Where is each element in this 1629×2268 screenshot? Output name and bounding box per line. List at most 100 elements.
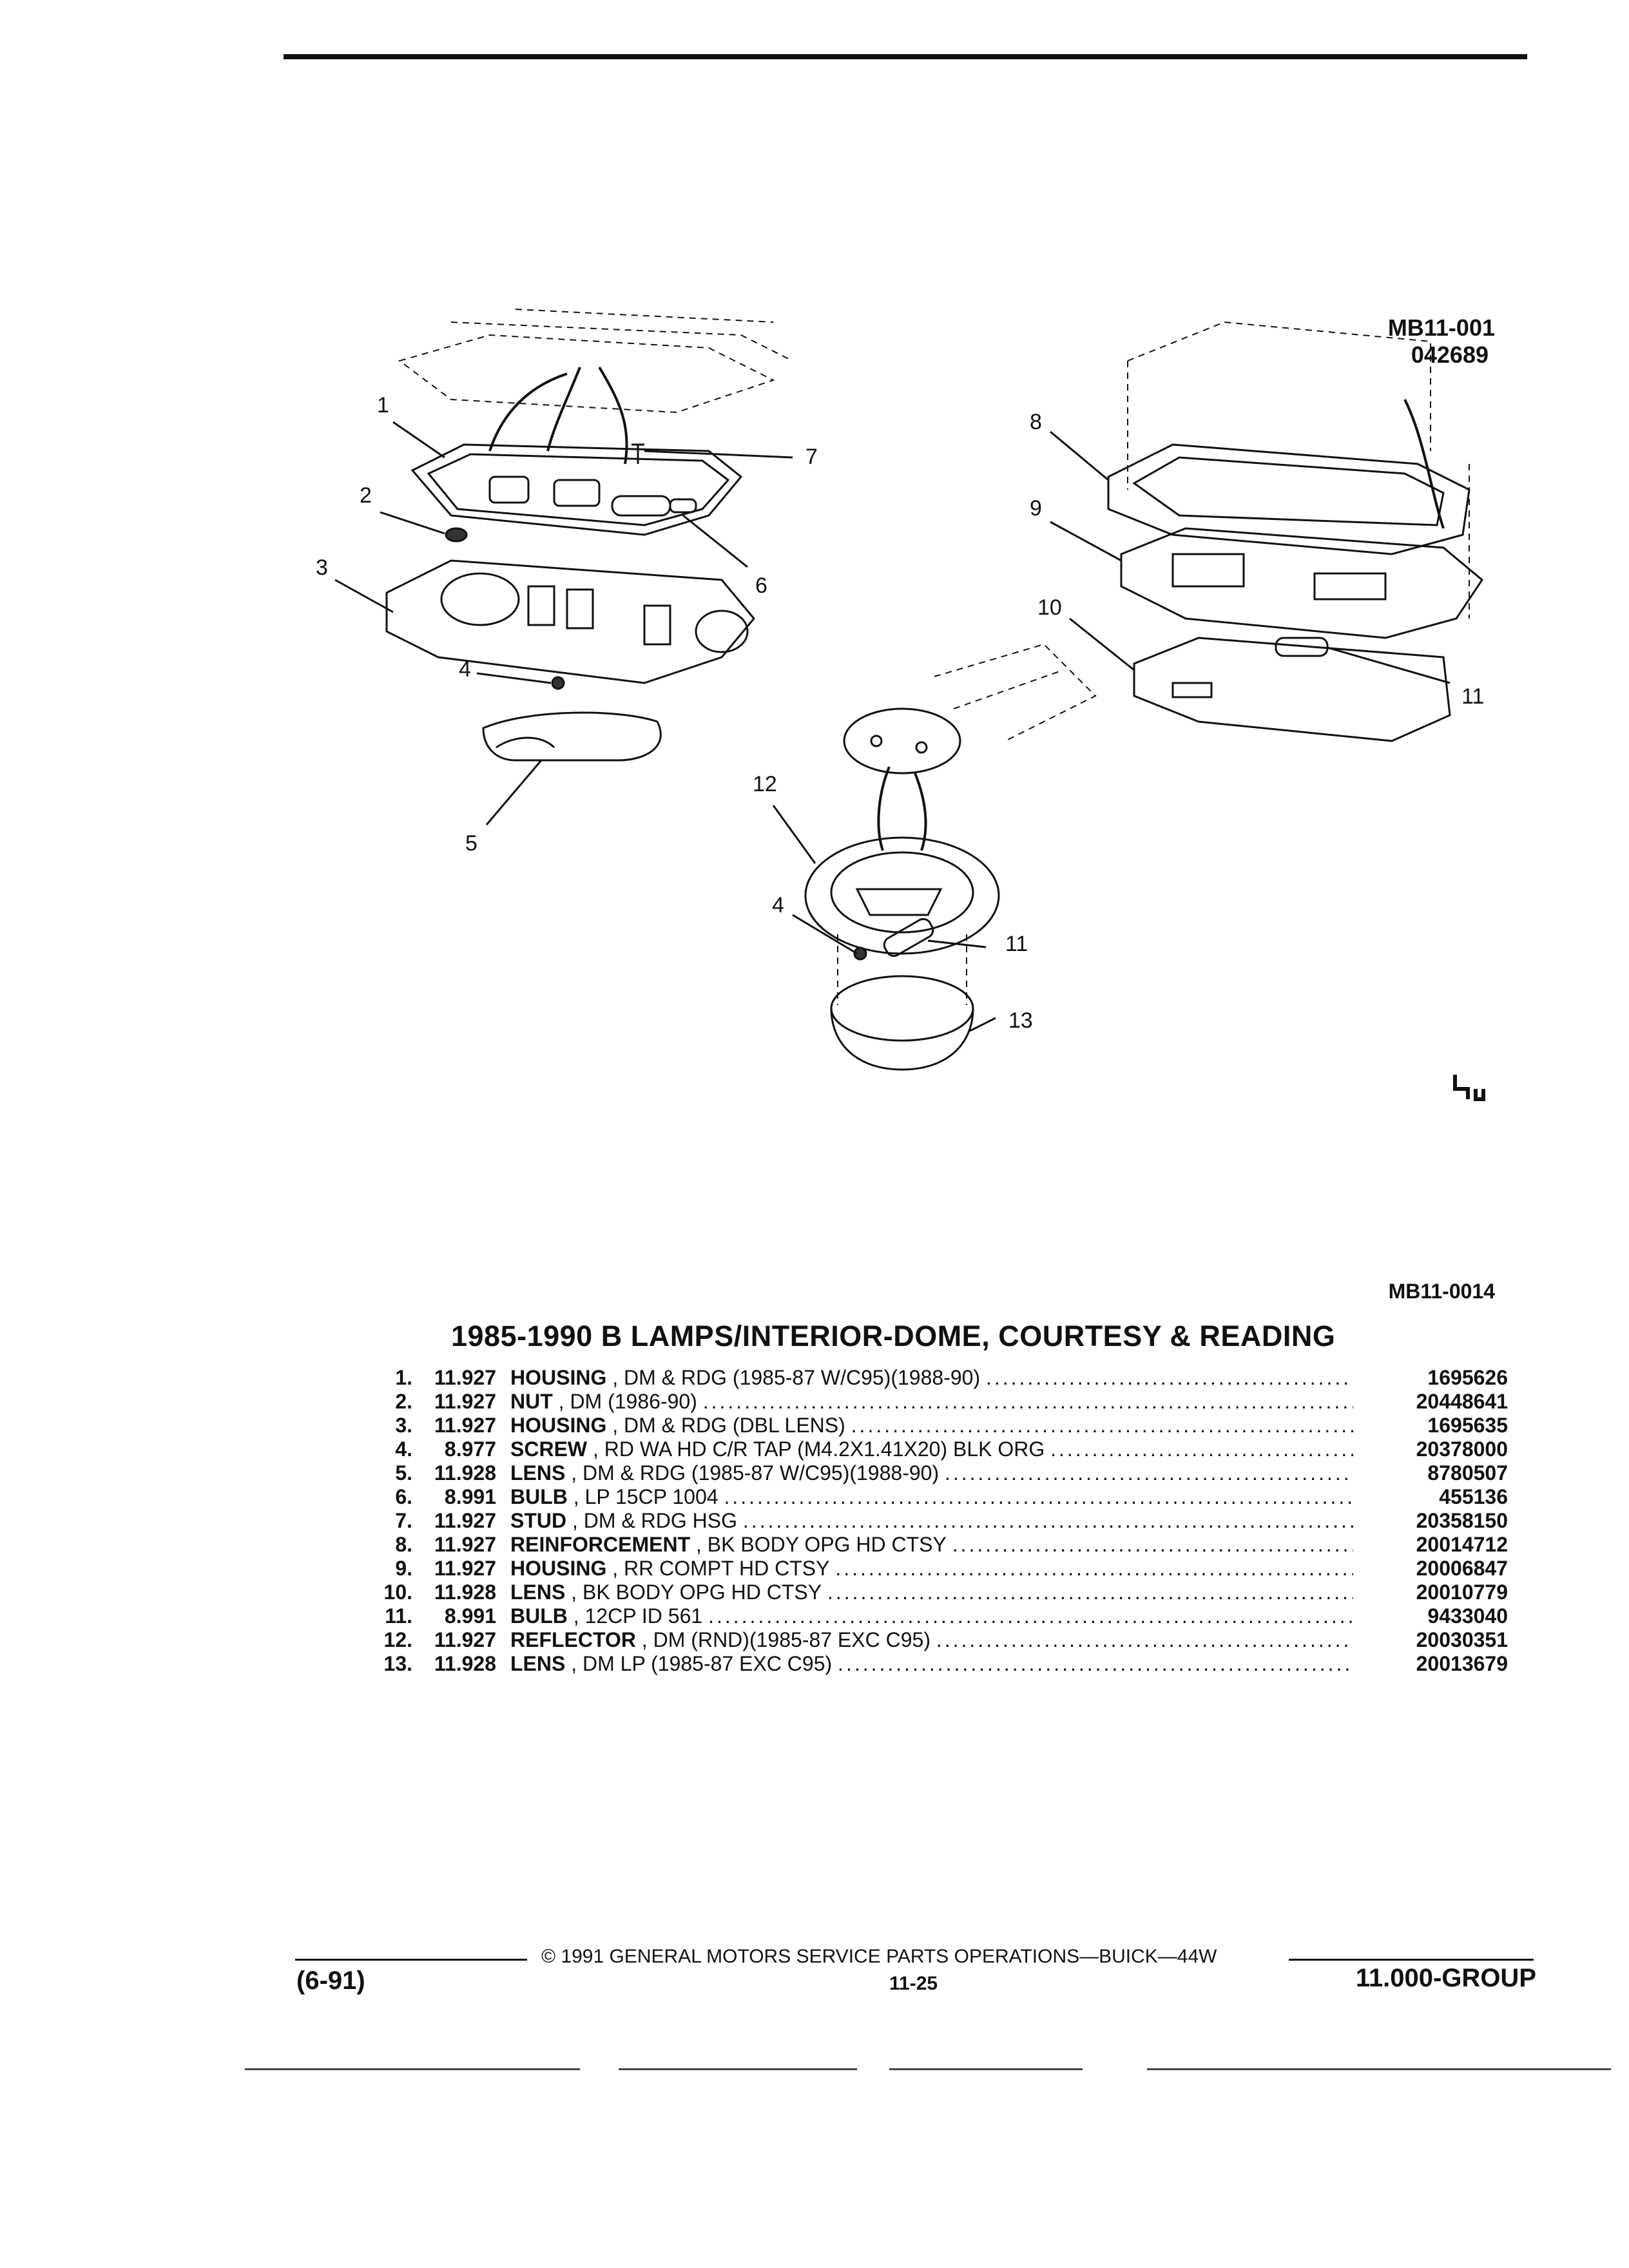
footer-rule-left (295, 1959, 527, 1961)
part-spec: , LP 15CP 1004 (573, 1485, 718, 1508)
footer-date: (6-91) (296, 1966, 365, 1995)
figure-id-top-2: 042689 (1411, 341, 1489, 368)
bulb-11-right (1275, 637, 1329, 657)
item-number: 7. (395, 1509, 412, 1532)
part-spec: , 12CP ID 561 (573, 1604, 703, 1628)
callout-4-center: 4 (772, 893, 784, 918)
part-number: 20014712 (1416, 1533, 1508, 1556)
logo-mark (1453, 1075, 1485, 1101)
leader-dots: ........................................… (1050, 1437, 1353, 1461)
bulb-6 (611, 495, 697, 517)
leader-dots: ........................................… (985, 1366, 1353, 1389)
part-name: LENS (510, 1461, 566, 1485)
part-description: NUT , DM (1986-90) .....................… (510, 1390, 1353, 1414)
bulb-11-center (883, 918, 934, 957)
leader-dots: ........................................… (827, 1581, 1353, 1604)
lens-10 (1133, 637, 1451, 742)
callout-10: 10 (1037, 595, 1062, 620)
part-name: LENS (510, 1581, 566, 1604)
screw-4 (551, 676, 565, 690)
housing-9 (1120, 527, 1483, 639)
callout-1: 1 (377, 393, 389, 418)
item-number: 10. (383, 1581, 412, 1604)
part-spec: , DM & RDG (1985-87 W/C95)(1988-90) (612, 1366, 981, 1389)
part-number: 455136 (1439, 1485, 1508, 1508)
callout-3: 3 (316, 555, 328, 580)
housing-frame-1 (410, 443, 743, 536)
lens-5 (482, 711, 662, 762)
leader-dots: ........................................… (702, 1390, 1353, 1413)
leader-dots: ........................................… (708, 1604, 1353, 1628)
part-description: LENS , DM LP (1985-87 EXC C95) .........… (510, 1652, 1353, 1676)
callout-4: 4 (459, 657, 471, 682)
group-number: 11.927 (434, 1557, 496, 1580)
part-description: REINFORCEMENT , BK BODY OPG HD CTSY ....… (510, 1533, 1353, 1557)
part-number: 8780507 (1427, 1461, 1508, 1485)
figure-id-bottom: MB11-0014 (1388, 1280, 1495, 1303)
part-number: 20378000 (1416, 1437, 1508, 1461)
wiring (488, 366, 628, 465)
part-spec: , DM (RND)(1985-87 EXC C95) (641, 1628, 930, 1651)
part-number: 1695635 (1427, 1414, 1508, 1437)
leader-lines (334, 421, 1451, 1032)
part-name: BULB (510, 1604, 568, 1628)
group-number: 8.991 (444, 1485, 496, 1508)
leader-dots: ........................................… (742, 1509, 1353, 1532)
scan-artifact-line (889, 2068, 1083, 2070)
part-name: REINFORCEMENT (510, 1533, 691, 1556)
part-spec: , BK BODY OPG HD CTSY (571, 1581, 822, 1604)
leader-dots: ........................................… (851, 1414, 1353, 1437)
callout-12: 12 (753, 772, 777, 796)
part-name: STUD (510, 1509, 567, 1532)
part-spec: , DM (1986-90) (558, 1390, 697, 1413)
callout-11-center: 11 (1005, 932, 1028, 956)
leader-dots: ........................................… (952, 1533, 1353, 1556)
wiring-right (1403, 399, 1445, 529)
part-description: HOUSING , DM & RDG (1985-87 W/C95)(1988-… (510, 1366, 1353, 1390)
item-number: 5. (395, 1461, 412, 1485)
part-spec: , DM LP (1985-87 EXC C95) (571, 1652, 833, 1675)
part-name: LENS (510, 1652, 566, 1675)
item-number: 11. (385, 1604, 412, 1628)
part-description: REFLECTOR , DM (RND)(1985-87 EXC C95) ..… (510, 1628, 1353, 1652)
part-name: HOUSING (510, 1414, 607, 1437)
footer-rule-right (1289, 1959, 1534, 1961)
part-name: HOUSING (510, 1557, 607, 1580)
roof-panel-outline (398, 309, 793, 414)
group-number: 11.927 (434, 1628, 496, 1651)
item-number: 13. (383, 1652, 412, 1675)
scan-artifact-line (619, 2068, 857, 2070)
part-spec: , DM & RDG (1985-87 W/C95)(1988-90) (571, 1461, 940, 1485)
part-number: 20013679 (1416, 1652, 1508, 1675)
top-rule (284, 54, 1527, 59)
callout-8: 8 (1030, 410, 1042, 434)
lens-13 (837, 934, 967, 1005)
item-number: 2. (395, 1390, 412, 1413)
callout-5: 5 (465, 831, 477, 856)
scan-artifact-line (1147, 2068, 1611, 2070)
leader-dots: ........................................… (835, 1557, 1353, 1580)
group-number: 11.927 (434, 1366, 496, 1389)
callout-11: 11 (1461, 684, 1485, 709)
roof-dashed-center (934, 643, 1097, 742)
part-description: LENS , BK BODY OPG HD CTSY .............… (510, 1581, 1353, 1604)
part-spec: , BK BODY OPG HD CTSY (696, 1533, 947, 1556)
scan-artifact-line (245, 2068, 580, 2070)
part-description: SCREW , RD WA HD C/R TAP (M4.2X1.41X20) … (510, 1437, 1353, 1461)
group-number: 11.927 (434, 1533, 496, 1556)
page-title: 1985-1990 B LAMPS/INTERIOR-DOME, COURTES… (451, 1320, 1336, 1352)
part-number: 20010779 (1416, 1581, 1508, 1604)
part-name: REFLECTOR (510, 1628, 636, 1651)
item-number: 8. (395, 1533, 412, 1556)
leader-dots: ........................................… (724, 1485, 1353, 1508)
leader-dots: ........................................… (944, 1461, 1353, 1485)
